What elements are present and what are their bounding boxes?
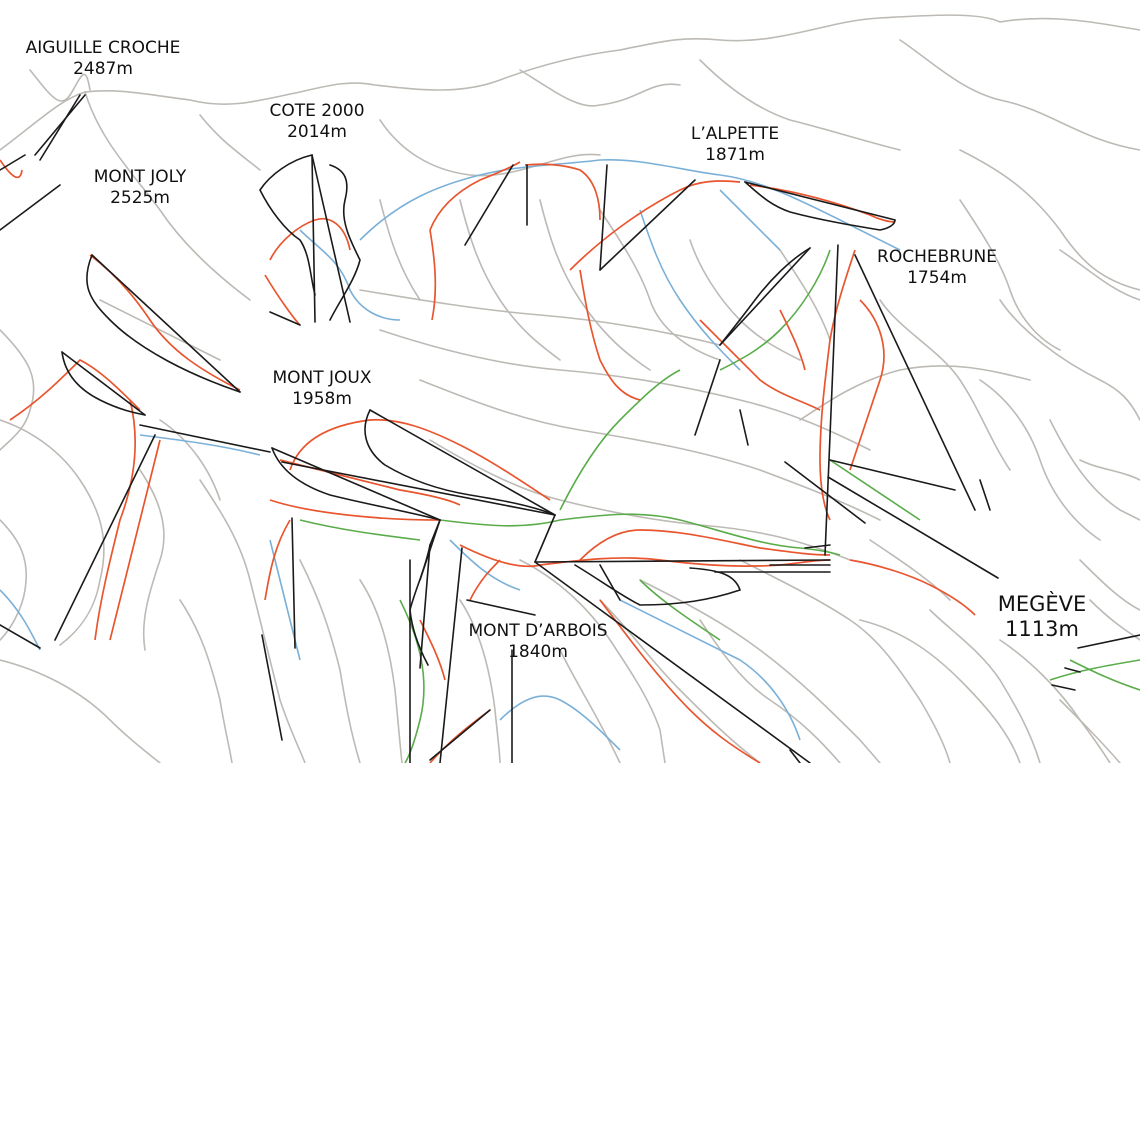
terrain-contours — [0, 14, 1140, 763]
peak-name: COTE 2000 — [269, 101, 365, 121]
peak-altitude: 2487m — [73, 59, 133, 79]
peak-name: ROCHEBRUNE — [877, 247, 997, 267]
peak-label-mont-joux: MONT JOUX 1958m — [272, 368, 371, 410]
peak-altitude: 2014m — [287, 122, 347, 142]
peak-name: MONT D’ARBOIS — [468, 621, 608, 641]
peak-label-alpette: L’ALPETTE 1871m — [691, 124, 779, 166]
peak-altitude: 1754m — [907, 268, 967, 288]
blank-area — [0, 763, 1140, 1140]
peak-label-cote-2000: COTE 2000 2014m — [269, 101, 364, 143]
town-label-megeve: MEGÈVE 1113m — [998, 592, 1087, 642]
peak-altitude: 1958m — [292, 389, 352, 409]
peak-altitude: 1871m — [705, 145, 765, 165]
peak-label-mont-darbois: MONT D’ARBOIS 1840m — [468, 621, 607, 663]
peak-altitude: 2525m — [110, 188, 170, 208]
peak-label-rochebrune: ROCHEBRUNE 1754m — [877, 247, 997, 289]
peak-label-aiguille-croche: AIGUILLE CROCHE 2487m — [26, 38, 181, 80]
map-drawing — [0, 14, 1140, 763]
ski-lifts — [0, 94, 1140, 763]
peak-altitude: 1840m — [508, 642, 568, 662]
peak-label-mont-joly: MONT JOLY 2525m — [94, 167, 187, 209]
blue-runs — [0, 158, 901, 751]
town-name: MEGÈVE — [997, 592, 1087, 616]
green-runs — [299, 249, 1140, 763]
ski-area-map[interactable]: AIGUILLE CROCHE 2487m MONT JOLY 2525m CO… — [0, 0, 1140, 763]
peak-name: L’ALPETTE — [690, 124, 780, 144]
peak-name: AIGUILLE CROCHE — [25, 38, 181, 58]
peak-name: MONT JOLY — [93, 167, 187, 187]
peak-name: MONT JOUX — [272, 368, 372, 388]
town-altitude: 1113m — [1005, 617, 1079, 641]
